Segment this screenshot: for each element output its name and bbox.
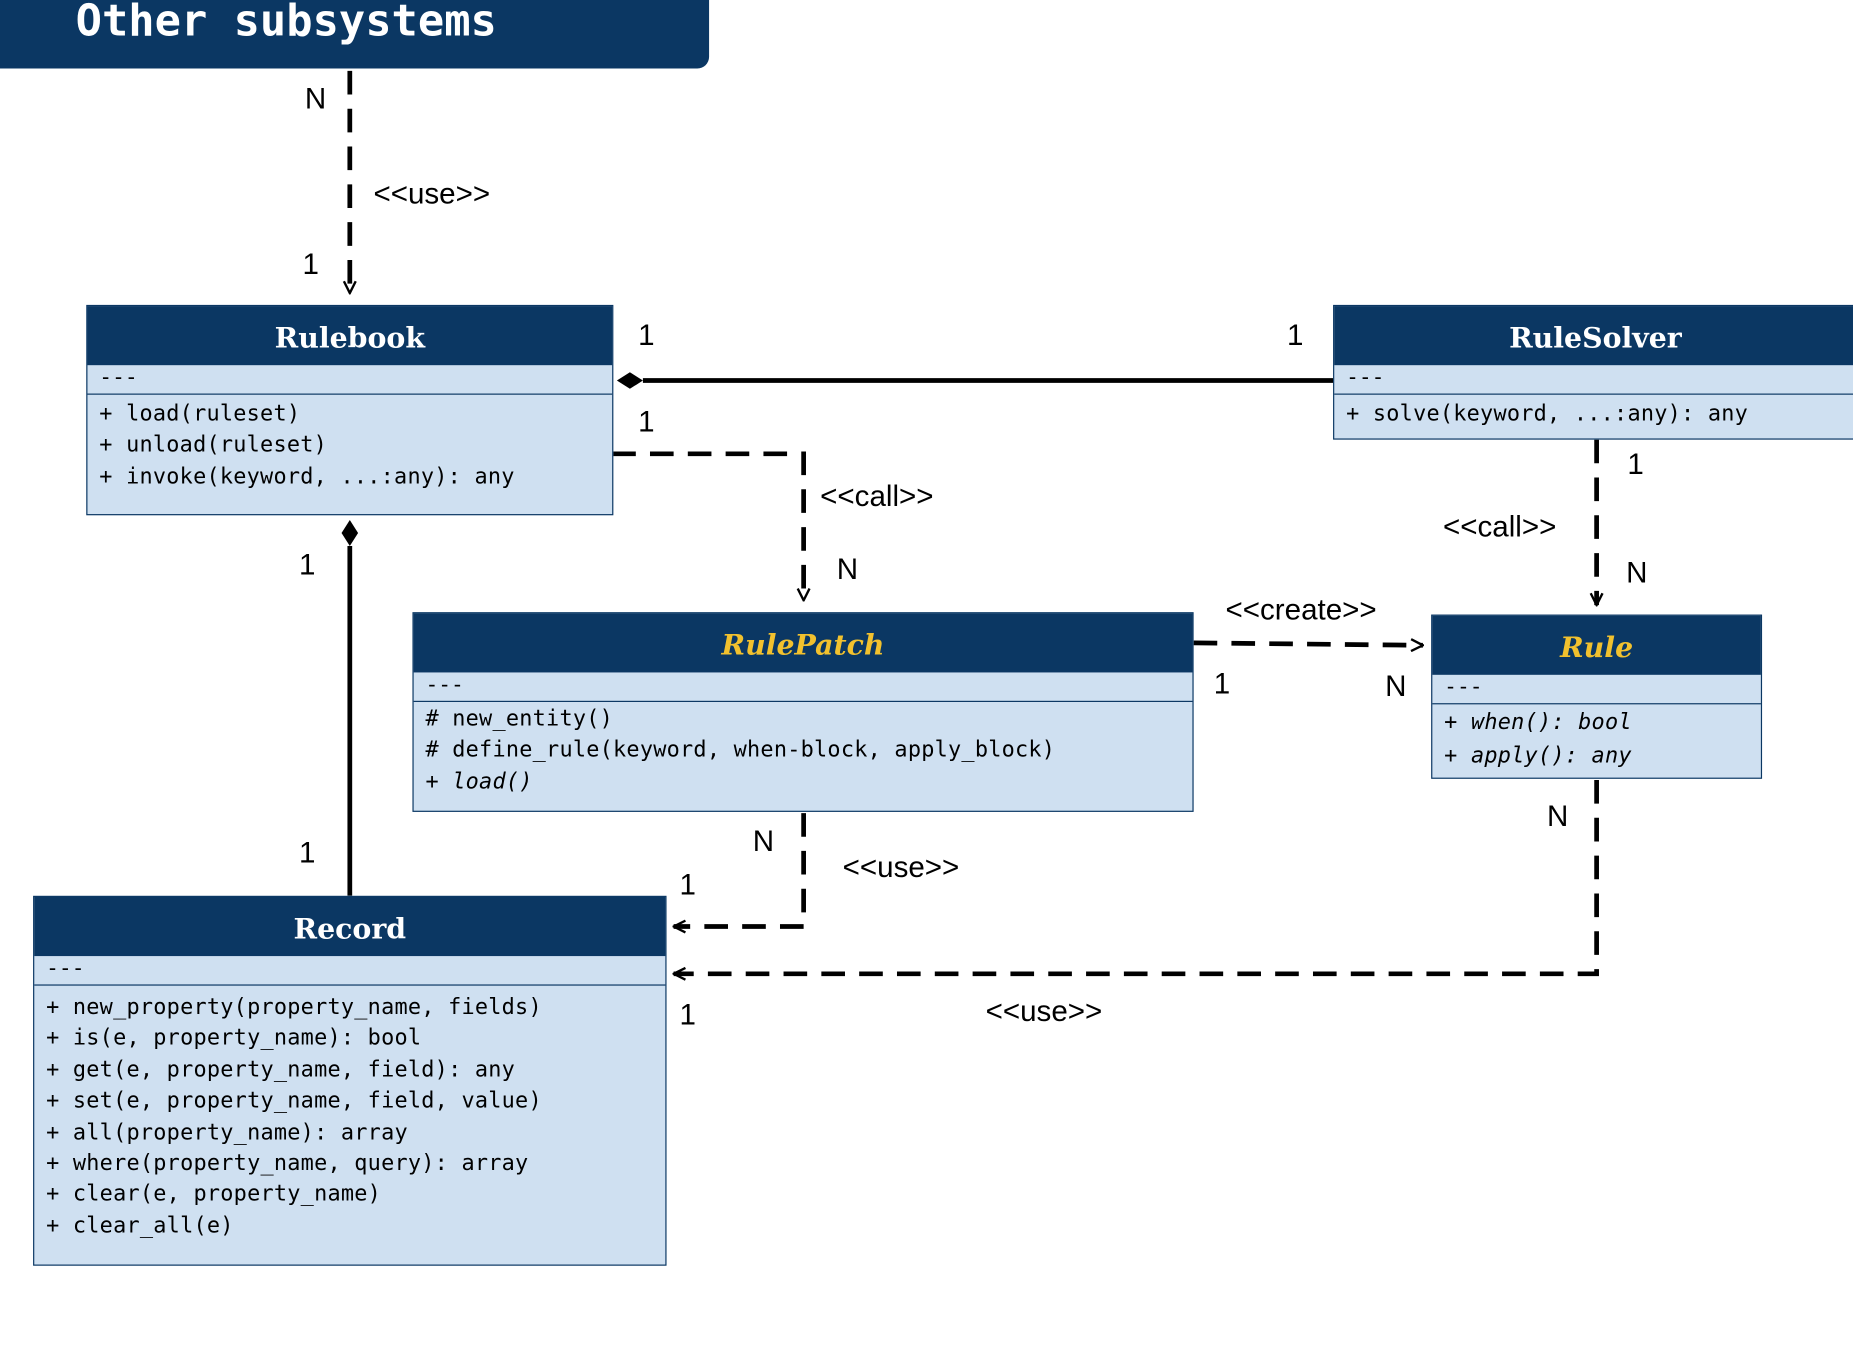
stereotype-label: <<use>>: [842, 850, 960, 884]
operations-compartment: + solve(keyword, ...:any): any: [1334, 395, 1853, 438]
multiplicity-label: 1: [679, 868, 696, 902]
attributes-placeholder: ---: [87, 365, 613, 395]
operations-compartment: + load(ruleset) + unload(ruleset) + invo…: [87, 395, 612, 500]
attributes-placeholder: ---: [1432, 675, 1761, 705]
operation: + clear_all(e): [46, 1213, 234, 1239]
use-dependency-rulepatch-record: [674, 813, 806, 926]
multiplicity-label: N: [1626, 556, 1648, 590]
multiplicity-label: N: [752, 824, 775, 858]
operation: + invoke(keyword, ...:any): any: [99, 464, 515, 490]
operation: + all(property_name): array: [46, 1119, 408, 1145]
class-title: Rule: [1432, 615, 1761, 675]
multiplicity-label: N: [1385, 670, 1407, 704]
class-rule: Rule --- + when(): bool + apply(): any: [1431, 614, 1763, 780]
stereotype-label: <<call>>: [820, 479, 934, 513]
operations-compartment: # new_entity() # define_rule(keyword, wh…: [414, 702, 1193, 805]
multiplicity-label: 1: [298, 548, 316, 582]
operation: + set(e, property_name, field, value): [46, 1088, 542, 1114]
call-dependency-rulebook-rulepatch: [612, 451, 803, 601]
composition-diamond-rulebook: [616, 372, 643, 389]
multiplicity-label: 1: [679, 998, 696, 1032]
attributes-placeholder: ---: [1334, 365, 1853, 395]
stereotype-label: <<use>>: [373, 177, 491, 211]
class-record: Record --- + new_property(property_name,…: [33, 895, 667, 1266]
operations-compartment: + new_property(property_name, fields) + …: [34, 986, 665, 1250]
operation: + is(e, property_name): bool: [46, 1026, 422, 1052]
class-title: Rulebook: [87, 306, 613, 366]
create-dependency-rulepatch-rule: [1193, 643, 1423, 645]
operation: + load(ruleset): [99, 401, 301, 427]
class-rulepatch: RulePatch --- # new_entity() # define_ru…: [412, 612, 1194, 812]
multiplicity-label: N: [836, 553, 859, 587]
multiplicity-label: 1: [638, 405, 655, 439]
attributes-placeholder: ---: [413, 672, 1193, 702]
operation: + where(property_name, query): array: [46, 1151, 529, 1176]
operation-abstract: + when(): bool: [1444, 710, 1632, 736]
class-title: Record: [34, 896, 666, 957]
multiplicity-label: N: [1546, 800, 1569, 834]
composition-diamond-rulebook-bottom: [341, 519, 359, 546]
multiplicity-label: 1: [1213, 667, 1231, 701]
class-rulesolver: RuleSolver --- + solve(keyword, ...:any)…: [1333, 304, 1853, 440]
operation: + get(e, property_name, field): any: [46, 1057, 516, 1083]
operations-compartment: + when(): bool + apply(): any: [1432, 704, 1761, 780]
multiplicity-label: N: [304, 82, 327, 116]
operation: # new_entity(): [425, 706, 614, 732]
multiplicity-label: 1: [298, 836, 316, 870]
attributes-placeholder: ---: [34, 956, 666, 986]
operation: + clear(e, property_name): [46, 1182, 382, 1208]
stereotype-label: <<use>>: [985, 995, 1103, 1029]
multiplicity-label: 1: [1627, 447, 1644, 481]
operation: + solve(keyword, ...:any): any: [1346, 401, 1749, 427]
stereotype-label: <<create>>: [1225, 593, 1377, 627]
operation: + new_property(property_name, fields): [46, 995, 542, 1020]
operation-abstract: + load(): [425, 769, 533, 794]
use-dependency-rule-record: [674, 779, 1599, 974]
operation: + unload(ruleset): [99, 433, 328, 458]
class-title: RulePatch: [413, 613, 1193, 673]
multiplicity-label: 1: [1286, 319, 1304, 353]
class-rulebook: Rulebook --- + load(ruleset) + unload(ru…: [86, 304, 614, 516]
operation: # define_rule(keyword, when-block, apply…: [425, 737, 1056, 763]
multiplicity-label: 1: [638, 319, 655, 353]
class-title: RuleSolver: [1334, 306, 1853, 366]
stereotype-label: <<call>>: [1442, 510, 1557, 544]
other-subsystems-banner: Other subsystems: [0, 0, 710, 69]
multiplicity-label: 1: [302, 248, 319, 282]
operation-abstract: + apply(): any: [1444, 743, 1632, 769]
